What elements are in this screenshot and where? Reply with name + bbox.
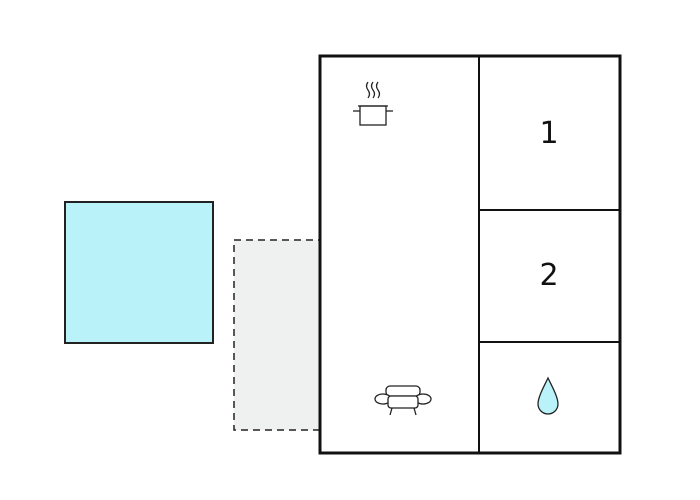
pool <box>64 201 214 344</box>
armchair-icon <box>374 385 432 416</box>
bedroom-2-label: 2 <box>539 258 558 293</box>
bedroom-1-label: 1 <box>539 116 558 151</box>
water-drop-icon <box>537 376 559 415</box>
terrace <box>233 239 321 431</box>
cooking-pot-icon <box>353 81 393 126</box>
